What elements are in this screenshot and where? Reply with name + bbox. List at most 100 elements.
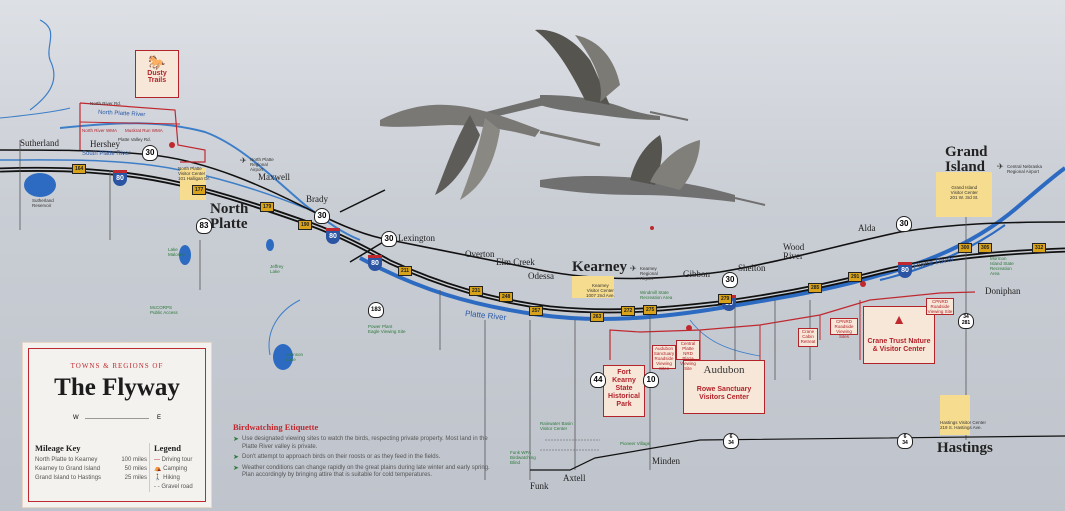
exit-marker: 179 [260,202,275,212]
us30-shield: 30 [722,272,738,288]
town-brady: Brady [306,194,328,204]
dusty-trails-box[interactable]: 🐎 Dusty Trails [135,50,179,98]
exit-marker: 291 [848,272,863,282]
airport-icon: ✈ [630,264,637,273]
rowe-sanctuary-box[interactable]: Audubon Rowe Sanctuary Visitors Center [683,360,765,414]
exit-marker: 300 [958,243,973,253]
bird-bullet-icon: ➤ [233,436,239,443]
hastings-area [940,395,970,435]
exit-marker: 257 [529,306,544,316]
exit-marker: 275 [643,305,658,315]
city-hastings: Hastings [937,440,993,456]
us30-shield: 30 [896,216,912,232]
interstate-80 [0,166,1065,314]
windmill-label: Windmill State Recreation Area [640,290,673,300]
jeffrey-lake-label: Jeffrey Lake [270,264,284,274]
town-funk: Funk [530,481,549,491]
exit-marker: 279 [718,294,733,304]
johnson-lake-label: Johnson Lake [286,352,304,362]
us30-shield: 30 [142,145,158,161]
horse-logo-icon: 🐎 [148,54,166,70]
fort-kearny-box[interactable]: Fort Kearny State Historical Park [603,365,645,417]
town-odessa: Odessa [528,271,554,281]
legend-heading: Legend [154,443,181,453]
us183-shield: 183 [368,302,384,318]
town-gibbon: Gibbon [683,269,710,279]
city-kearney: Kearney [572,259,627,275]
us6-shield: 6 34 [723,433,739,449]
camping-icon: ⛺ [154,466,162,472]
flyway-title-card: TOWNS & REGIONS OF The Flyway W E Mileag… [22,342,212,508]
town-hershey: Hershey [90,139,120,149]
legend-item: ⛺ Camping [154,466,188,472]
ne44-shield: 44 [590,372,606,388]
i80-shield: 80 [898,262,912,278]
etiquette-item: ➤Don't attempt to approach birds on thei… [233,454,441,461]
crane-trust-label: Crane Trust Nature & Visitor Center [867,338,931,353]
np-airport-label: North Platte Regional Airport [250,157,274,172]
gi-visitor-label: Grand Island Visitor Center 201 W. 3rd S… [950,185,979,200]
kearney-airport-label: Kearney Regional Airport [640,266,658,281]
exit-marker: 211 [398,266,413,276]
compass-west: W [73,415,79,421]
city-north-platte: North Platte [210,201,249,232]
crane-logo-icon: ▲ [892,311,906,327]
exit-marker: 263 [590,312,605,322]
town-alda: Alda [858,223,876,233]
grand-island-area [936,172,992,217]
kearney-area [572,276,614,298]
lake-maloney-label: Lake Maloney [168,247,186,257]
compass-bar: W E [73,415,161,423]
birdwatching-etiquette: Birdwatching Etiquette ➤Use designated v… [233,422,503,483]
crane-cabin-box: Crane Cabin Retreat [798,328,818,347]
i80-shield: 80 [113,170,127,186]
legend-item: — Driving tour [154,457,193,463]
town-doniphan: Doniphan [985,286,1021,296]
legend-item: - - Gravel road [154,484,193,490]
ne10-shield: 10 [643,372,659,388]
i80-shield: 80 [326,228,340,244]
legend-item: 🚶 Hiking [154,475,180,481]
exit-marker: 231 [469,286,484,296]
i80-shield: 80 [368,255,382,271]
us6-shield: 6 34 [897,433,913,449]
hastings-visitor-label: Hastings Visitor Center 219 S. Hastings … [940,420,986,430]
town-elm-creek: Elm Creek [496,257,535,267]
town-maxwell: Maxwell [258,172,290,182]
pioneer-village-label: Pioneer Village [620,441,651,446]
us83-shield: 83 [196,218,212,234]
etiquette-item: ➤Weather conditions can change rapidly o… [233,464,490,479]
north-river-wma-label: North River WMA [82,128,118,133]
bird-bullet-icon: ➤ [233,464,239,472]
exit-marker: 248 [499,292,514,302]
town-lexington: Lexington [398,233,435,243]
driving-tour-icon: — [154,457,160,463]
crane-trust-box[interactable]: ▲ Crane Trust Nature & Visitor Center [863,306,935,364]
gi-airport-label: Central Nebraska Regional Airport [1007,164,1043,174]
town-wood-river: Wood River [783,242,805,261]
bird-bullet-icon: ➤ [233,454,239,461]
funk-wpa-label: Funk WPA Birdwatching Blind [510,450,536,465]
us30-shield: 30 [381,231,397,247]
compass-line [85,418,149,419]
audubon-roadside-box: Audubon Sanctuary Roadside Viewing Sites [652,345,676,371]
town-sutherland: Sutherland [20,138,59,148]
south-platte-river [0,159,306,209]
exit-marker: 190 [298,220,313,230]
np-visitor-label: North Platte Visitor Center 101 Halligan… [178,166,211,181]
town-overton: Overton [465,249,495,259]
city-grand-island: Grand Island [945,144,988,175]
fort-kearny-label: Fort Kearny State Historical Park [608,369,640,408]
cpnrd-box-2: CPNRD Roadside Viewing Site [926,298,954,315]
rainwater-basin-label: Rainwater Basin Visitor Center [540,421,573,431]
us30-shield: 30 [314,208,330,224]
mormon-island-label: Mormon Island State Recreation Area [990,256,1014,276]
hiking-icon: 🚶 [154,475,162,481]
crane-bird-2 [380,104,601,200]
exit-marker: 285 [808,283,823,293]
card-frame: TOWNS & REGIONS OF The Flyway W E Mileag… [28,348,206,502]
